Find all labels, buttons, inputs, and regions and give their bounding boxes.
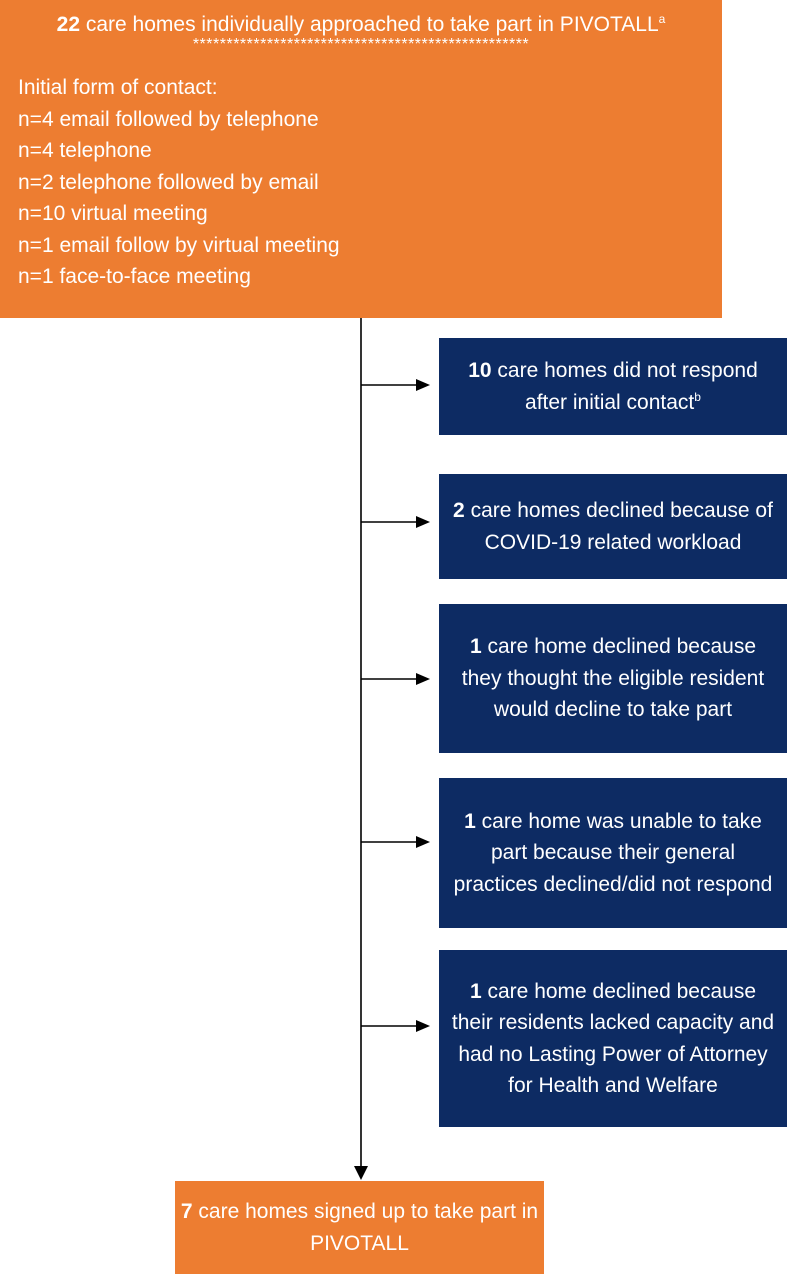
approached-title-text: care homes individually approached to ta…: [80, 13, 659, 36]
signed-up-box: 7 care homes signed up to take part in P…: [175, 1181, 544, 1274]
contact-line: n=4 telephone: [18, 139, 152, 162]
contact-line: n=4 email followed by telephone: [18, 107, 319, 131]
exclusion-count: 1: [469, 979, 482, 1003]
exclusion-count: 1: [469, 635, 482, 659]
approached-care-homes-box: 22 care homes individually approached to…: [0, 0, 722, 318]
exclusion-box-covid-workload: 2 care homes declined because of COVID-1…: [439, 474, 787, 579]
branch-arrowhead-3: [416, 673, 430, 685]
contact-heading: Initial form of contact:: [18, 76, 218, 99]
contact-line: n=10 virtual meeting: [18, 202, 208, 225]
exclusion-count: 1: [464, 809, 476, 833]
contact-line: n=1 face-to-face meeting: [18, 265, 251, 288]
contact-line: n=1 email follow by virtual meeting: [18, 233, 340, 257]
exclusion-box-no-response: 10 care homes did not respond after init…: [439, 338, 787, 435]
exclusion-description: care home declined because they thought …: [461, 635, 765, 722]
exclusion-count: 10: [468, 359, 492, 382]
main-arrowhead: [354, 1166, 368, 1180]
contact-line: n=2 telephone followed by email: [18, 170, 319, 194]
exclusion-description: care homes declined because of COVID-19 …: [464, 499, 773, 554]
branch-arrowhead-5: [416, 1020, 430, 1032]
branch-arrowhead-2: [416, 516, 430, 528]
approached-title: 22 care homes individually approached to…: [18, 8, 704, 42]
exclusion-text: 2 care homes declined because of COVID-1…: [451, 495, 775, 558]
exclusion-text: 1 care home declined because they though…: [451, 631, 775, 726]
exclusion-text: 1 care home declined because their resid…: [451, 976, 775, 1102]
signed-up-count: 7: [180, 1199, 193, 1223]
signed-up-text: 7 care homes signed up to take part in P…: [175, 1196, 544, 1260]
exclusion-box-resident-decline: 1 care home declined because they though…: [439, 604, 787, 753]
exclusion-description: care home declined because their residen…: [451, 979, 775, 1098]
exclusion-description: care homes did not respond after initial…: [491, 359, 758, 414]
signed-up-description: care homes signed up to take part in PIV…: [192, 1199, 539, 1255]
branch-arrowhead-4: [416, 836, 430, 848]
exclusion-text: 1 care home was unable to take part beca…: [451, 806, 775, 901]
approached-count: 22: [56, 13, 81, 36]
asterisk-divider: ****************************************…: [192, 36, 530, 53]
branch-arrowhead-1: [416, 379, 430, 391]
exclusion-text: 10 care homes did not respond after init…: [451, 355, 775, 418]
footnote-a: a: [658, 12, 666, 26]
exclusion-description: care home was unable to take part becaus…: [453, 809, 773, 896]
exclusion-box-lacked-capacity: 1 care home declined because their resid…: [439, 950, 787, 1127]
footnote-b: b: [694, 389, 701, 404]
exclusion-count: 2: [453, 499, 465, 522]
exclusion-box-gp-declined: 1 care home was unable to take part beca…: [439, 778, 787, 928]
